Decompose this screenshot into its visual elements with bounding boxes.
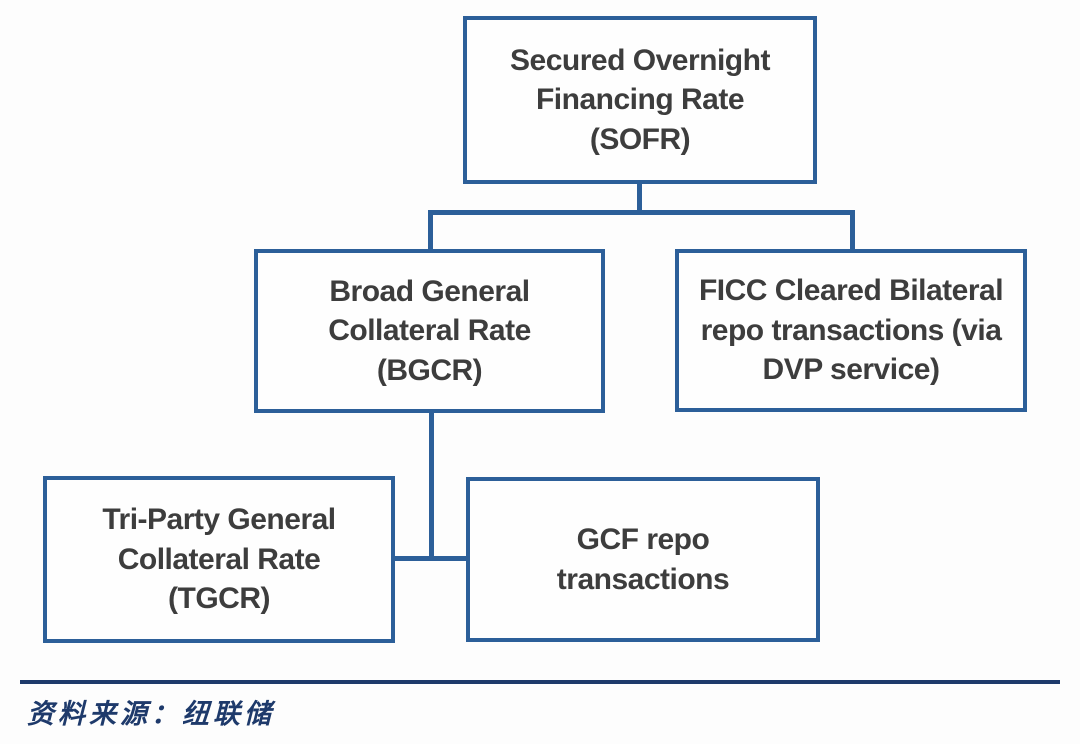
- node-gcf: GCF repo transactions: [466, 477, 820, 642]
- connector-top-horizontal: [428, 210, 855, 215]
- connector-bottom-horizontal: [395, 556, 470, 561]
- node-sofr-label: Secured Overnight Financing Rate (SOFR): [510, 43, 770, 156]
- node-bgcr: Broad General Collateral Rate (BGCR): [254, 249, 605, 413]
- connector-drop-to-bgcr: [428, 210, 433, 252]
- connector-sofr-stub: [637, 183, 642, 215]
- connector-bgcr-vertical: [429, 411, 434, 561]
- node-bgcr-label: Broad General Collateral Rate (BGCR): [328, 274, 531, 387]
- node-ficc: FICC Cleared Bilateral repo transactions…: [675, 249, 1027, 412]
- footer-divider-rule: [20, 680, 1060, 684]
- source-note: 资料来源：纽联储: [27, 699, 275, 730]
- node-sofr: Secured Overnight Financing Rate (SOFR): [463, 16, 817, 184]
- connector-drop-to-ficc: [850, 210, 855, 252]
- node-ficc-label: FICC Cleared Bilateral repo transactions…: [698, 274, 1004, 387]
- node-gcf-label: GCF repo transactions: [556, 522, 730, 596]
- node-tgcr-label: Tri-Party General Collateral Rate (TGCR): [102, 503, 336, 616]
- node-tgcr: Tri-Party General Collateral Rate (TGCR): [43, 476, 395, 643]
